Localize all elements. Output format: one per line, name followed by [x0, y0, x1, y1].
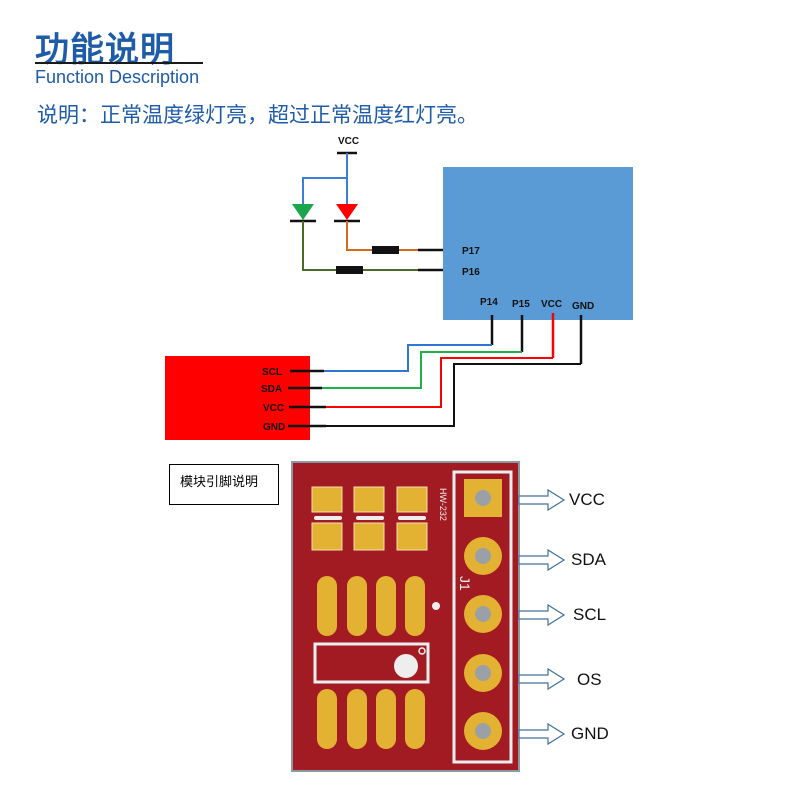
mcu-pin-p15: P15 [512, 299, 530, 310]
arrow-icon-os [518, 667, 566, 691]
pin-label-sda: SDA [571, 550, 607, 569]
ic-outline [313, 642, 430, 684]
vcc-wire-green [302, 153, 348, 204]
resistor-p17 [372, 246, 399, 254]
arrow-icon-scl [518, 603, 566, 627]
mcu-pin-p14: P14 [480, 297, 498, 308]
title-underline [35, 62, 203, 64]
pin-label-vcc: VCC [569, 490, 605, 509]
sensor-pin-sda: SDA [261, 384, 282, 395]
p17-wire [346, 221, 418, 251]
gnd-wire [326, 363, 581, 427]
arrow-icon-vcc [518, 488, 566, 512]
soic-pads-upper [317, 576, 425, 636]
header-pin-5-hole [475, 723, 491, 739]
board-label: HW-232 [438, 488, 448, 521]
vcc-wire [326, 357, 553, 408]
sensor-block [165, 356, 310, 440]
sda-wire [322, 351, 522, 389]
function-description: 说明：正常温度绿灯亮，超过正常温度红灯亮。 [37, 103, 478, 127]
header-pin-3-hole [475, 606, 491, 622]
pin-label-scl: SCL [573, 605, 606, 624]
header-outline [452, 470, 513, 764]
led-red-icon [336, 204, 358, 220]
mcu-pin-p16: P16 [462, 267, 480, 278]
arrow-icon-sda [518, 548, 566, 572]
sensor-pin-gnd: GND [263, 422, 285, 433]
mcu-pin-p17: P17 [462, 246, 480, 257]
header-pin-2-hole [475, 548, 491, 564]
mcu-pin-gnd: GND [572, 301, 594, 312]
arrow-icon-gnd [518, 722, 566, 746]
via-dot [432, 602, 440, 610]
mcu-block [443, 167, 633, 320]
header-pin-1-hole [475, 490, 491, 506]
connector-label: J1 [457, 576, 473, 591]
scl-wire [324, 344, 492, 372]
smd-pads [311, 486, 428, 551]
sensor-pin-vcc: VCC [263, 403, 284, 414]
page-subtitle: Function Description [35, 67, 200, 87]
pin-label-gnd: GND [571, 724, 609, 743]
led-green-icon [292, 204, 314, 220]
soic-pads-lower [317, 689, 425, 749]
orientation-dot [418, 647, 426, 655]
module-pin-description-box: 模块引脚说明 [169, 464, 279, 505]
mcu-pin-vcc: VCC [541, 299, 562, 310]
sensor-pin-scl: SCL [262, 367, 282, 378]
pin-label-os: OS [577, 670, 602, 689]
p16-wire [302, 221, 418, 271]
pin1-marker [394, 654, 418, 678]
vcc-top-label: VCC [338, 136, 359, 147]
resistor-p16 [336, 266, 363, 274]
header-pin-4-hole [475, 665, 491, 681]
